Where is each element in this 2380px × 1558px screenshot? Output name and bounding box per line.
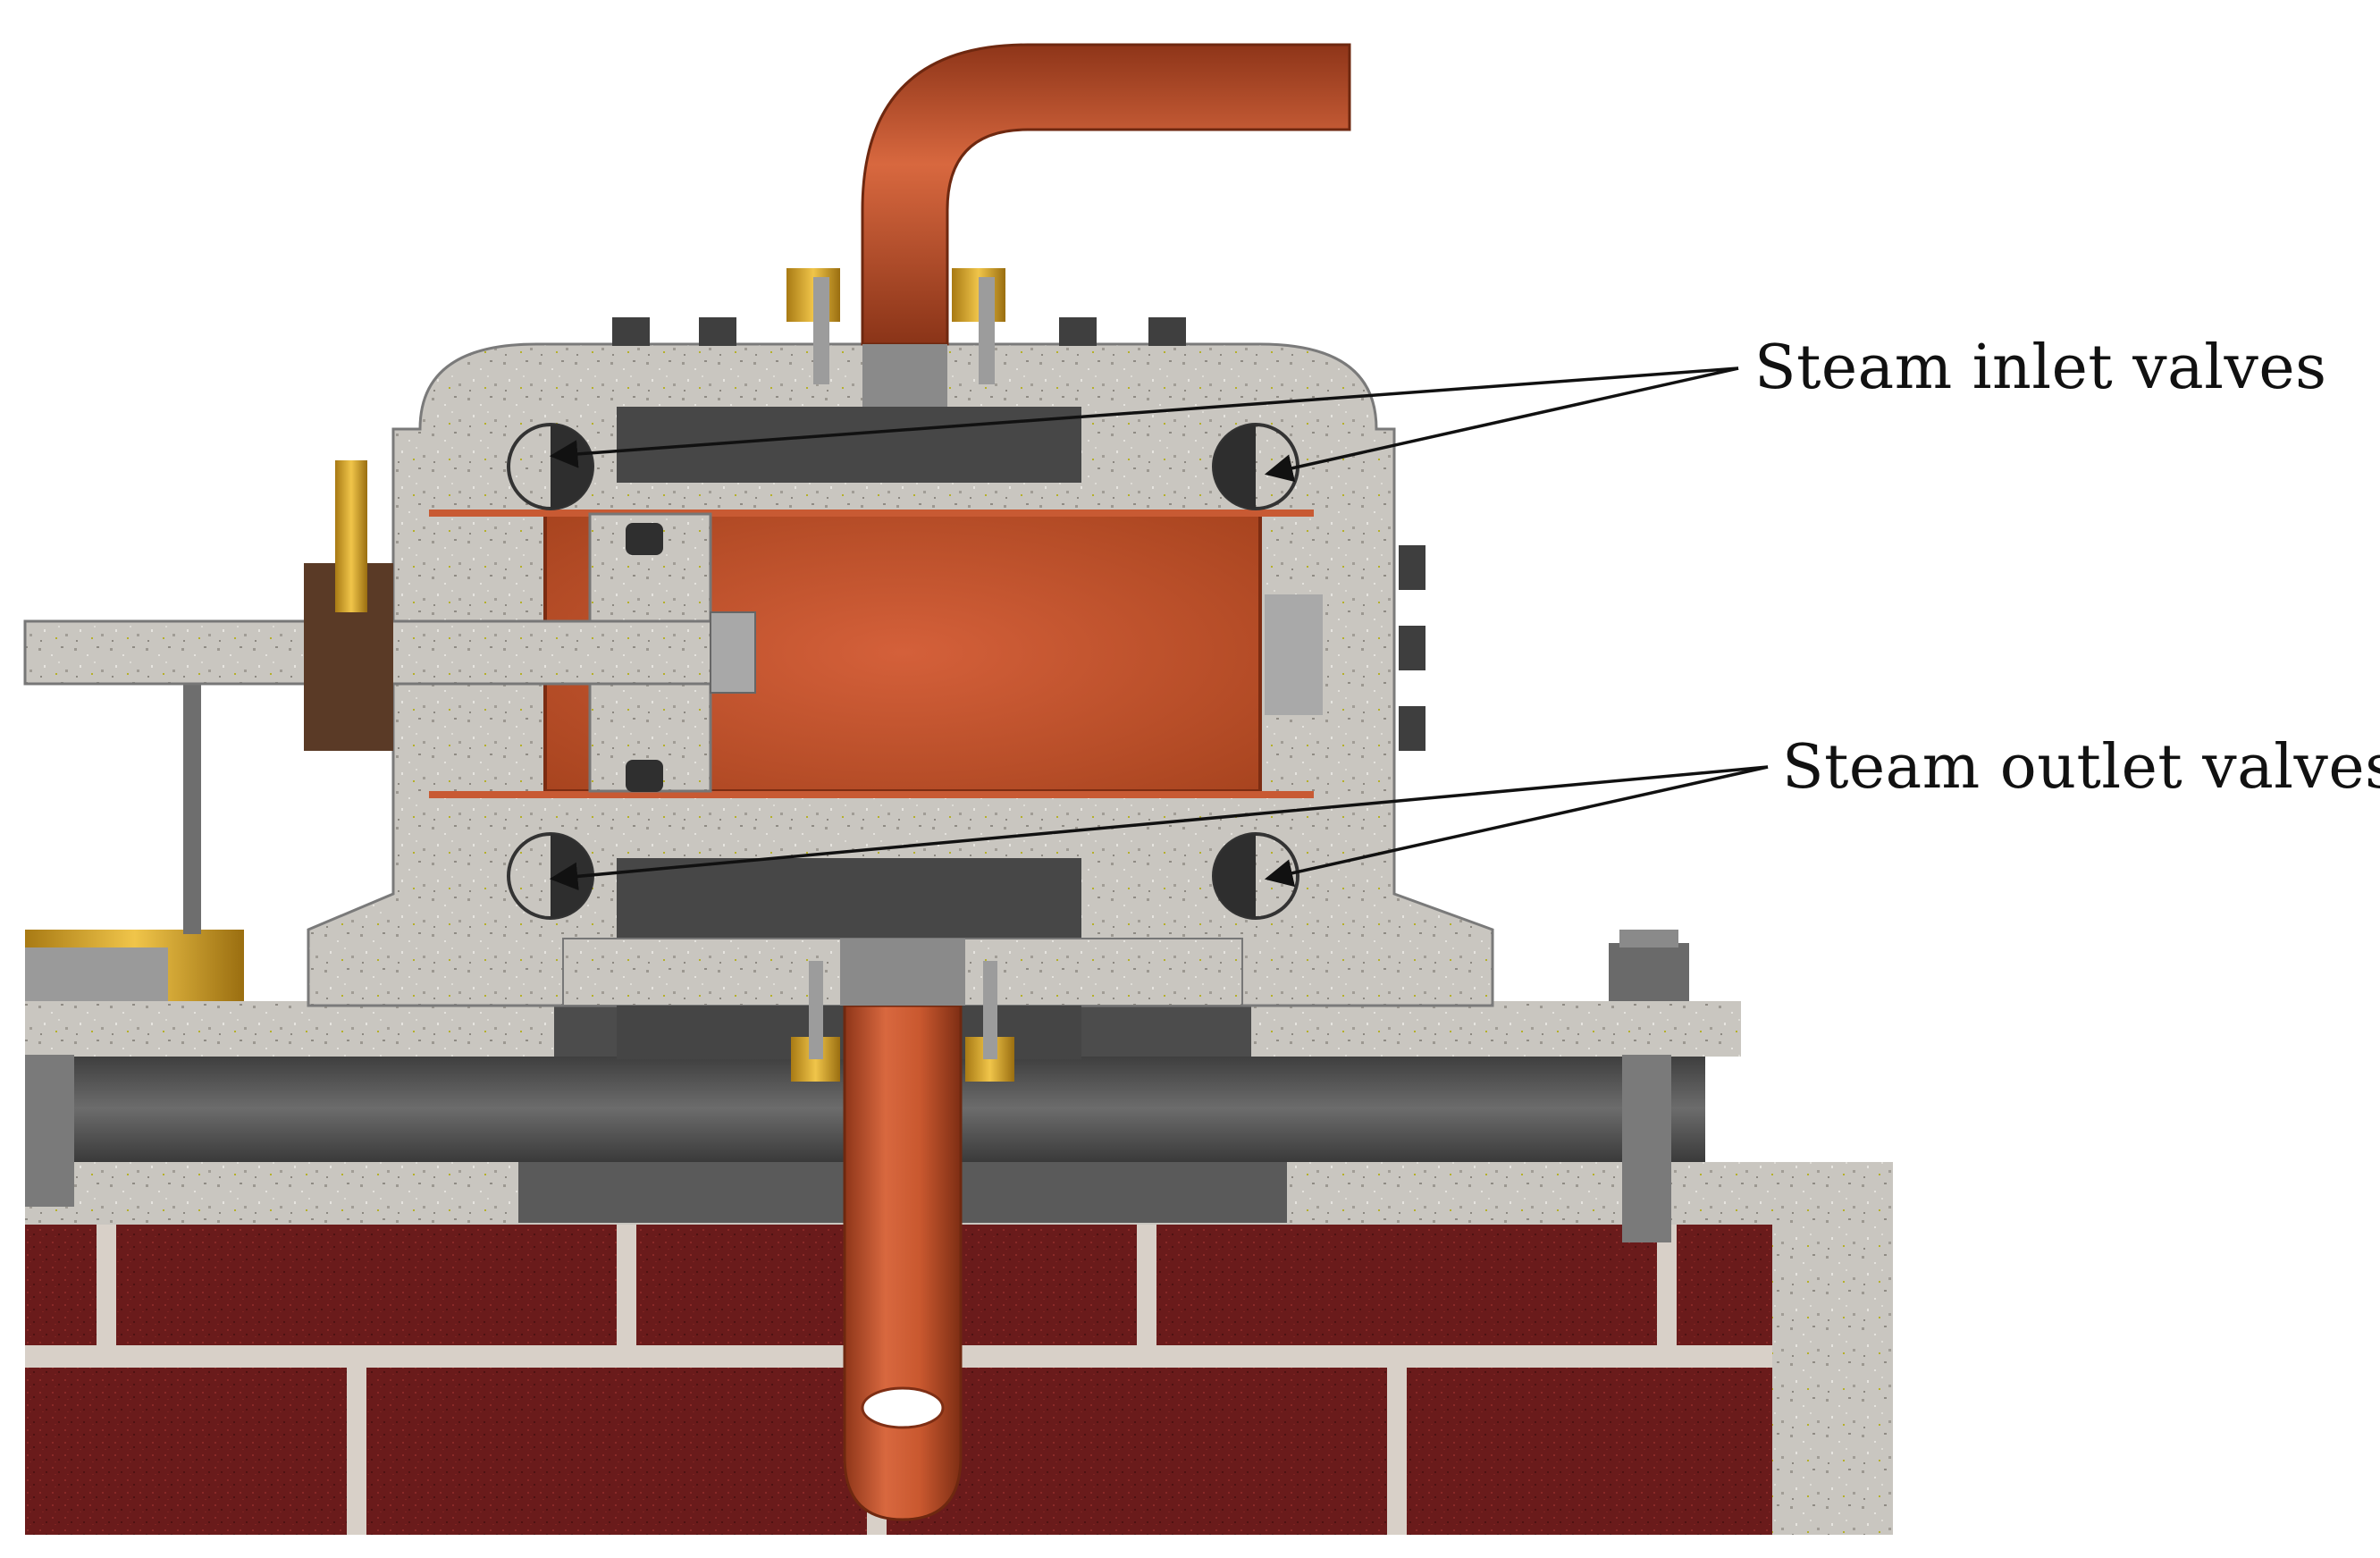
- outlet-leader-lines: [549, 765, 1769, 891]
- steam-outlet-valves-label: Steam outlet valves: [1782, 732, 2380, 803]
- steam-inlet-valves-label: Steam inlet valves: [1754, 333, 2327, 403]
- steam-outlet-pipe: [791, 939, 1014, 1521]
- steam-inlet-pipe: [786, 43, 1351, 407]
- piston-rod: [23, 460, 756, 751]
- inlet-leader-lines: [549, 366, 1739, 483]
